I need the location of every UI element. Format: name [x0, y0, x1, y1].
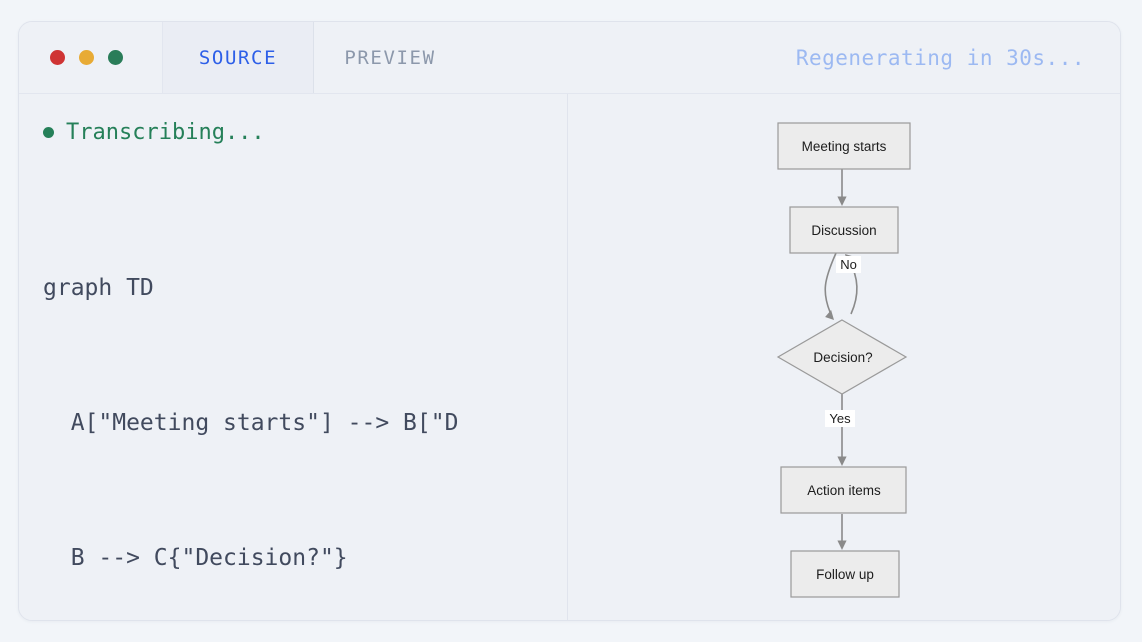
- edge-label-background: [825, 410, 855, 427]
- tab-source[interactable]: SOURCE: [162, 22, 314, 93]
- edge-d-to-e: [837, 514, 847, 550]
- status-indicator-icon: [43, 127, 54, 138]
- edge-label-background: [836, 256, 861, 273]
- traffic-light-controls: [19, 22, 162, 93]
- mermaid-source-code[interactable]: graph TD A["Meeting starts"] --> B["D B …: [43, 176, 567, 620]
- edge-c-to-d: Yes: [825, 394, 855, 466]
- transcribing-status: Transcribing...: [43, 120, 567, 145]
- close-button[interactable]: [50, 50, 65, 65]
- preview-panel: No Yes Meeting starts: [568, 94, 1120, 620]
- node-follow-up[interactable]: Follow up: [790, 550, 900, 598]
- node-label: Decision?: [813, 350, 872, 365]
- node-label: Follow up: [816, 567, 874, 582]
- title-bar: SOURCE PREVIEW Regenerating in 30s...: [19, 22, 1120, 94]
- code-line: A["Meeting starts"] --> B["D: [43, 410, 459, 436]
- tab-preview[interactable]: PREVIEW: [314, 22, 466, 93]
- edge-label-no: No: [840, 257, 857, 272]
- tab-bar: SOURCE PREVIEW: [162, 22, 466, 93]
- node-label: Discussion: [811, 223, 876, 238]
- arrowhead-icon: [837, 456, 847, 466]
- edge-b-to-c: [824, 252, 837, 320]
- arrowhead-icon: [825, 310, 834, 320]
- node-label: Meeting starts: [802, 139, 887, 154]
- arrowhead-icon: [837, 196, 847, 206]
- app-window: SOURCE PREVIEW Regenerating in 30s... Tr…: [18, 21, 1121, 621]
- minimize-button[interactable]: [79, 50, 94, 65]
- node-label: Action items: [807, 483, 881, 498]
- source-panel: Transcribing... graph TD A["Meeting star…: [19, 94, 568, 620]
- regenerating-status: Regenerating in 30s...: [795, 45, 1085, 70]
- edge-label-yes: Yes: [829, 411, 851, 426]
- code-line: graph TD: [43, 275, 154, 301]
- node-discussion[interactable]: Discussion: [789, 206, 899, 254]
- node-meeting-starts[interactable]: Meeting starts: [777, 122, 911, 170]
- maximize-button[interactable]: [108, 50, 123, 65]
- arrowhead-icon: [837, 540, 847, 550]
- node-decision[interactable]: Decision?: [776, 319, 908, 395]
- flowchart-diagram: No Yes Meeting starts: [776, 122, 911, 598]
- transcribing-label: Transcribing...: [66, 120, 265, 145]
- node-action-items[interactable]: Action items: [780, 466, 907, 514]
- main-split-view: Transcribing... graph TD A["Meeting star…: [19, 94, 1120, 620]
- edge-a-to-b: [837, 169, 847, 206]
- edge-c-to-b: No: [836, 254, 861, 315]
- code-line: B --> C{"Decision?"}: [43, 545, 348, 571]
